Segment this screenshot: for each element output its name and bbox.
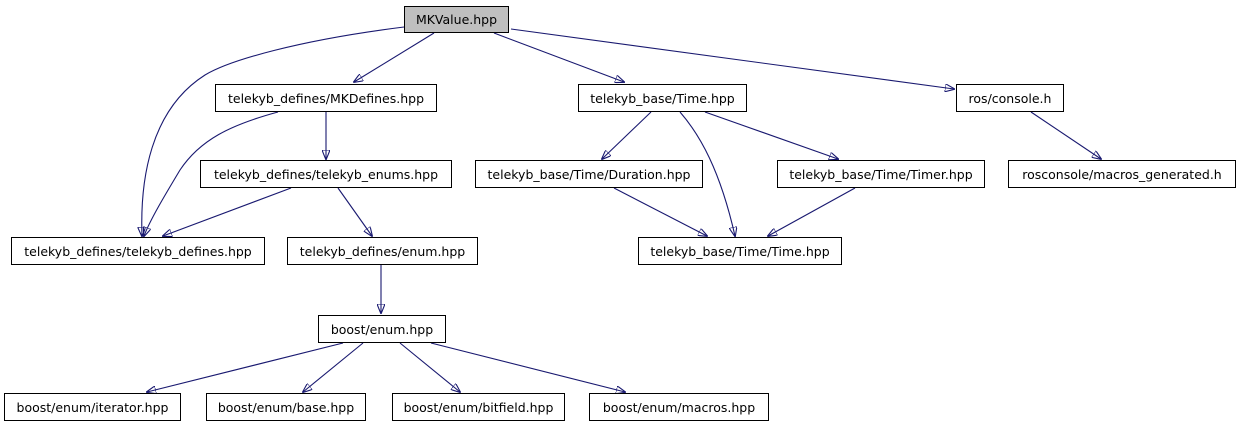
node-base-time[interactable]: telekyb_base/Time.hpp [578,84,747,112]
node-telekyb-defines[interactable]: telekyb_defines/telekyb_defines.hpp [11,237,265,265]
node-boost-enum[interactable]: boost/enum.hpp [318,315,446,343]
node-time-time[interactable]: telekyb_base/Time/Time.hpp [638,237,842,265]
node-mkdefines[interactable]: telekyb_defines/MKDefines.hpp [215,84,437,112]
node-bitfield[interactable]: boost/enum/bitfield.hpp [392,393,565,421]
node-base[interactable]: boost/enum/base.hpp [206,393,366,421]
node-iterator[interactable]: boost/enum/iterator.hpp [4,393,181,421]
edge-base-time-to-duration [602,111,652,159]
node-mkvalue[interactable]: MKValue.hpp [404,6,509,33]
node-duration[interactable]: telekyb_base/Time/Duration.hpp [475,160,703,188]
node-ros-console[interactable]: ros/console.h [956,84,1064,112]
edge-ros-console-to-macros-generated [1030,111,1101,159]
node-macros-generated[interactable]: rosconsole/macros_generated.h [1008,160,1236,188]
edge-enums-to-enum-hpp [337,187,372,236]
node-telekyb-enums[interactable]: telekyb_defines/telekyb_enums.hpp [200,160,452,188]
edge-enums-to-telekyb-defines [163,187,292,236]
node-timer[interactable]: telekyb_base/Time/Timer.hpp [777,160,985,188]
edge-mkvalue-to-base-time [493,32,624,82]
edge-base-time-to-time-time [679,111,735,236]
edge-boost-enum-to-bitfield [399,342,460,392]
edge-mkdefines-to-telekyb-defines [144,111,279,236]
edge-mkvalue-to-telekyb-defines [142,26,405,236]
edge-duration-to-time-time [613,187,707,236]
edge-boost-enum-to-iterator [147,342,344,392]
edge-mkvalue-to-mkdefines [354,32,435,82]
node-enum-hpp[interactable]: telekyb_defines/enum.hpp [287,237,478,265]
node-macros[interactable]: boost/enum/macros.hpp [589,393,769,421]
edge-boost-enum-to-macros [430,342,625,392]
edge-timer-to-time-time [768,187,856,236]
edge-boost-enum-to-base [303,342,364,392]
edge-base-time-to-timer [704,111,838,159]
edge-mkvalue-to-ros-console [510,28,954,89]
